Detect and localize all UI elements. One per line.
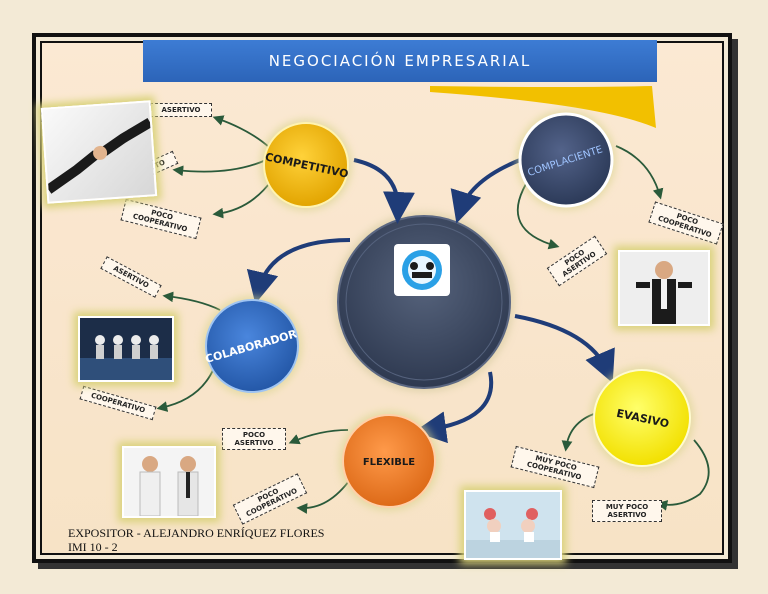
arrow-evasivo — [514, 314, 615, 384]
center-node — [337, 215, 511, 389]
group-line: IMI 10 - 2 — [68, 540, 118, 554]
tag-poco-asertivo-2: POCO ASERTIVO — [222, 428, 286, 450]
businessman-thumbs-photo — [618, 250, 710, 326]
two-men-talking-photo — [122, 446, 216, 518]
tag-asertivo-1: ASERTIVO — [150, 103, 212, 117]
rowing-team-photo — [78, 316, 174, 382]
arrow-flexible — [414, 371, 494, 444]
node-colaborador — [205, 299, 299, 393]
arrow-complaciente — [450, 158, 521, 224]
outer-frame — [32, 33, 732, 563]
handshake-photo — [40, 100, 158, 204]
presenter-line: EXPOSITOR - ALEJANDRO ENRÍQUEZ FLORES — [68, 526, 325, 540]
title-banner: NEGOCIACIÓN EMPRESARIAL — [143, 40, 657, 82]
node-flexible — [342, 414, 436, 508]
arrow-colaborador — [246, 238, 351, 304]
label-flexible: FLEXIBLE — [363, 457, 415, 468]
avoiding-figures-photo — [464, 490, 562, 560]
node-evasivo — [593, 369, 691, 467]
footer-credits: EXPOSITOR - ALEJANDRO ENRÍQUEZ FLORES IM… — [68, 526, 324, 554]
title-accent-swoosh — [430, 86, 656, 128]
node-competitivo — [263, 122, 349, 208]
node-complaciente — [518, 112, 614, 208]
tag-muy-poco-asertivo: MUY POCO ASERTIVO — [592, 500, 662, 522]
arrow-competitivo — [353, 158, 415, 224]
page-title: NEGOCIACIÓN EMPRESARIAL — [268, 52, 532, 70]
